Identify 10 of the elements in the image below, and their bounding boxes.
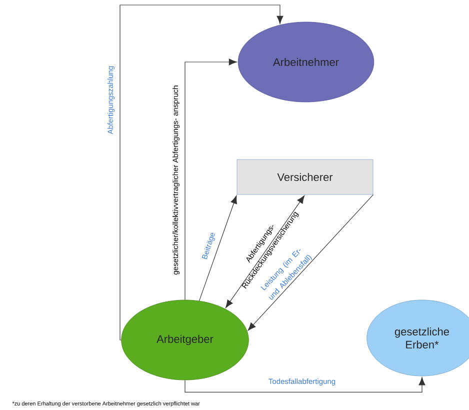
- process-box: Versicherer: [236, 159, 374, 195]
- arrow: [184, 58, 238, 300]
- arrow: [184, 377, 426, 392]
- ellipse-node: Arbeitnehmer: [238, 22, 374, 102]
- ellipse-node: Arbeitgeber: [121, 300, 249, 380]
- arrow: [198, 196, 237, 302]
- arrow: [248, 194, 374, 331]
- arrow: [225, 195, 305, 308]
- ellipse-node: gesetzliche Erben*: [366, 300, 469, 376]
- arrow: [120, 4, 284, 340]
